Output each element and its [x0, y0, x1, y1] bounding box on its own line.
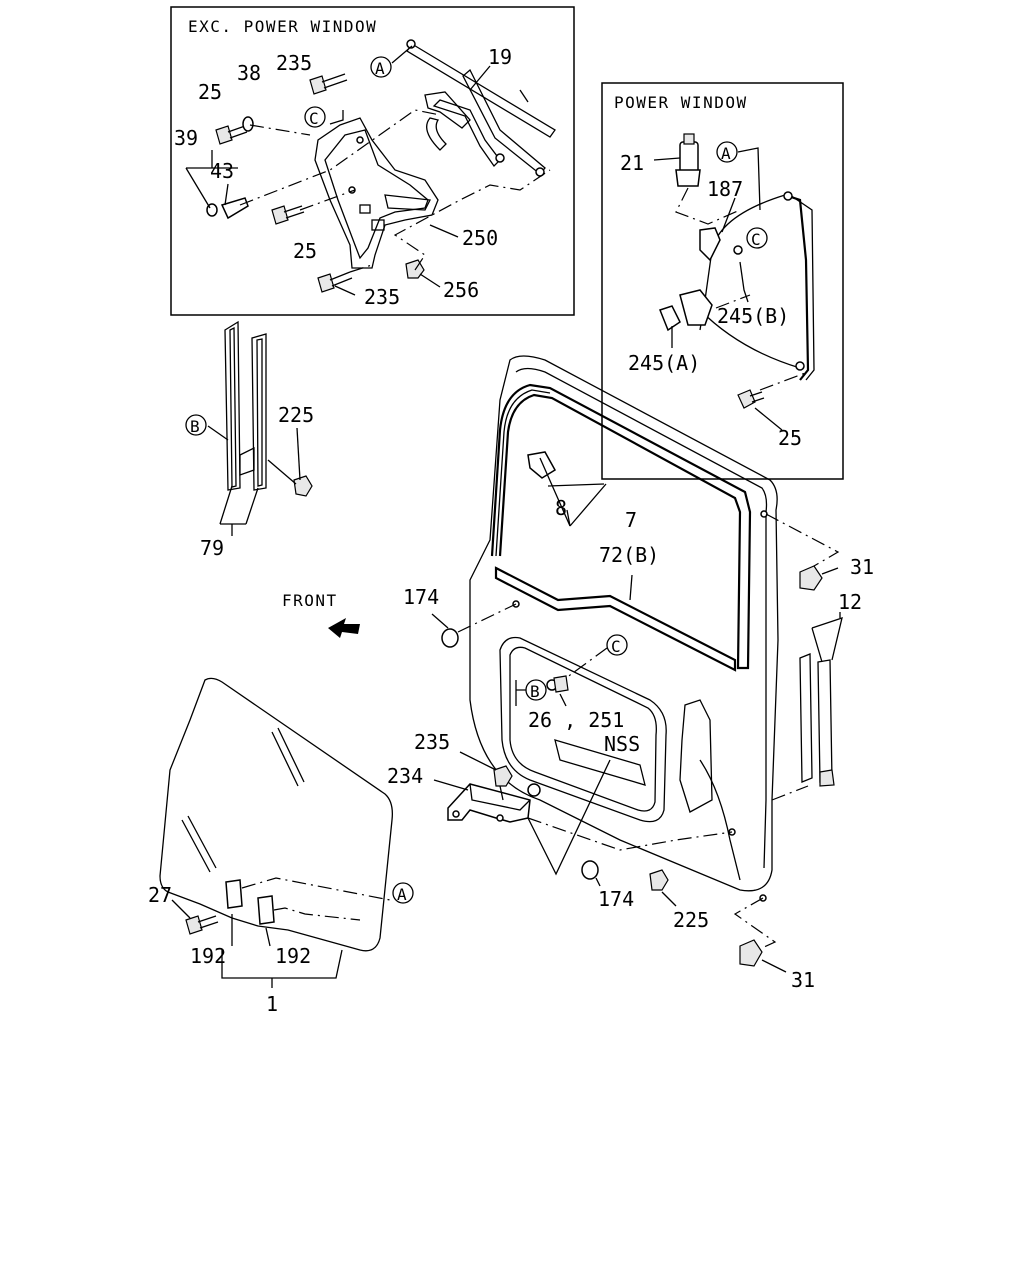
label-235-door: 235 [414, 730, 450, 754]
inset-title-manual: EXC. POWER WINDOW [188, 17, 377, 36]
ref-a-manual: A [370, 56, 392, 78]
label-25-power: 25 [778, 426, 802, 450]
label-187: 187 [707, 177, 743, 201]
ref-c-power: C [746, 227, 768, 249]
label-245b: 245(B) [717, 304, 789, 328]
manual-window-inset: EXC. POWER WINDOW [170, 6, 575, 316]
manual-fasteners [206, 73, 425, 293]
label-1: 1 [266, 992, 278, 1016]
manual-bracket [314, 117, 439, 269]
nut-26 [553, 675, 569, 693]
plug-174-upper [441, 628, 459, 648]
ref-c-manual: C [304, 106, 326, 128]
label-234: 234 [387, 764, 423, 788]
label-38: 38 [237, 61, 261, 85]
glass-run-channel: B 225 79 [185, 320, 314, 560]
ref-b-door: B [515, 679, 547, 706]
svg-text:A: A [375, 59, 385, 78]
label-25-mid: 25 [293, 239, 317, 263]
label-25-top: 25 [198, 80, 222, 104]
label-225-top: 225 [278, 403, 314, 427]
label-31-lower: 31 [791, 968, 815, 992]
label-72b: 72(B) [599, 543, 659, 567]
power-regulator [659, 191, 815, 409]
label-250: 250 [462, 226, 498, 250]
label-43: 43 [210, 159, 234, 183]
label-27: 27 [148, 883, 172, 907]
label-31-upper: 31 [850, 555, 874, 579]
label-192-left: 192 [190, 944, 226, 968]
stopper-31-upper [799, 565, 823, 591]
label-174-lower: 174 [598, 887, 634, 911]
front-label: FRONT [282, 591, 338, 610]
label-19: 19 [488, 45, 512, 69]
label-nss: NSS [604, 732, 640, 756]
inset-frame-manual [170, 6, 575, 316]
svg-text:C: C [751, 230, 761, 249]
svg-text:B: B [530, 682, 540, 701]
label-225-lower: 225 [673, 908, 709, 932]
label-7: 7 [625, 508, 637, 532]
ref-a-glass: A [392, 882, 414, 904]
label-174-upper: 174 [403, 585, 439, 609]
ref-b-channel: B [185, 414, 207, 436]
rear-channel [771, 612, 843, 801]
label-235-bottom: 235 [364, 285, 400, 309]
label-8: 8 [555, 496, 567, 520]
power-window-inset: POWER WINDOW [601, 82, 844, 480]
glass-bracket-234 [447, 765, 531, 823]
stopper-31-lower [739, 939, 763, 967]
svg-text:A: A [721, 144, 731, 163]
label-79: 79 [200, 536, 224, 560]
label-26-251: 26 , 251 [528, 708, 624, 732]
label-235-top: 235 [276, 51, 312, 75]
svg-text:C: C [611, 637, 621, 656]
door-panel [469, 355, 779, 902]
label-12: 12 [838, 590, 862, 614]
ref-c-door: C [565, 634, 628, 679]
door-glass [159, 677, 393, 952]
front-arrow-icon [328, 618, 360, 638]
label-256: 256 [443, 278, 479, 302]
label-21: 21 [620, 151, 644, 175]
label-192-right: 192 [275, 944, 311, 968]
front-direction: FRONT [282, 591, 360, 638]
svg-text:B: B [190, 417, 200, 436]
bolt-225-lower [649, 869, 669, 891]
label-39: 39 [174, 126, 198, 150]
label-245a: 245(A) [628, 351, 700, 375]
plug-174-lower [581, 860, 599, 880]
inset-title-power: POWER WINDOW [614, 93, 748, 112]
svg-text:C: C [309, 109, 319, 128]
svg-text:A: A [397, 885, 407, 904]
manual-regulator [406, 39, 556, 177]
ref-a-power: A [716, 141, 738, 163]
window-motor [675, 133, 701, 187]
